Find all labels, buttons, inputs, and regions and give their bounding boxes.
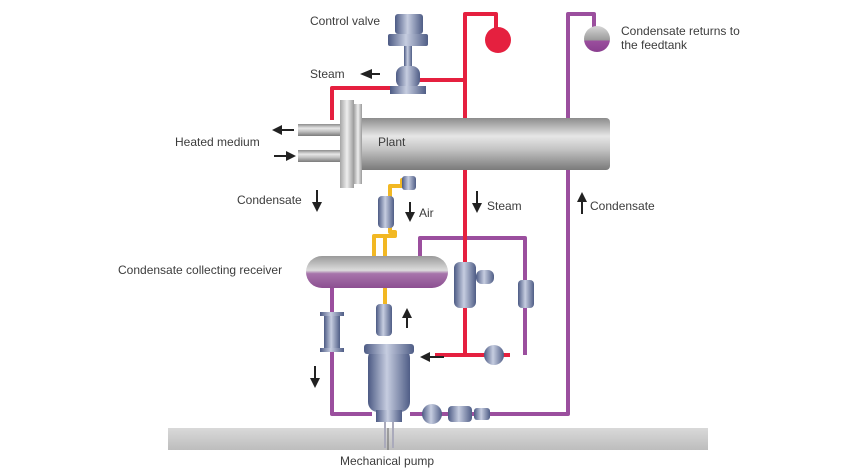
control-valve	[388, 14, 428, 94]
fittings	[320, 176, 534, 424]
arrow-down-icon	[310, 366, 320, 388]
arrow-down-icon	[312, 190, 322, 212]
arrow-down-icon	[405, 202, 415, 222]
arrow-right-icon	[274, 151, 296, 161]
arrow-left-icon	[420, 352, 444, 362]
steam-pipes	[330, 12, 510, 357]
label-condensate-left: Condensate	[237, 193, 302, 207]
condensate-receiver	[306, 256, 448, 288]
label-receiver: Condensate collecting receiver	[118, 263, 283, 277]
arrow-down-icon	[472, 191, 482, 213]
label-heated-medium: Heated medium	[175, 135, 260, 149]
feedtank-ball	[584, 26, 610, 52]
label-control-valve: Control valve	[310, 14, 381, 28]
floor	[168, 428, 708, 450]
arrow-left-icon	[360, 69, 380, 79]
arrow-left-icon	[272, 125, 294, 135]
arrow-up-icon	[402, 308, 412, 328]
label-condensate-right: Condensate	[590, 199, 655, 213]
plant-heat-exchanger	[298, 100, 610, 188]
label-steam-out: Steam	[310, 67, 345, 81]
label-condensate-returns: Condensate returns to the feedtank	[621, 24, 740, 52]
mechanical-pump	[364, 344, 414, 448]
label-steam-mid: Steam	[487, 199, 522, 213]
arrow-up-icon	[577, 192, 587, 214]
label-plant: Plant	[378, 135, 406, 149]
label-pump: Mechanical pump	[340, 454, 435, 468]
label-air: Air	[419, 206, 434, 220]
steam-supply-ball	[485, 27, 511, 53]
